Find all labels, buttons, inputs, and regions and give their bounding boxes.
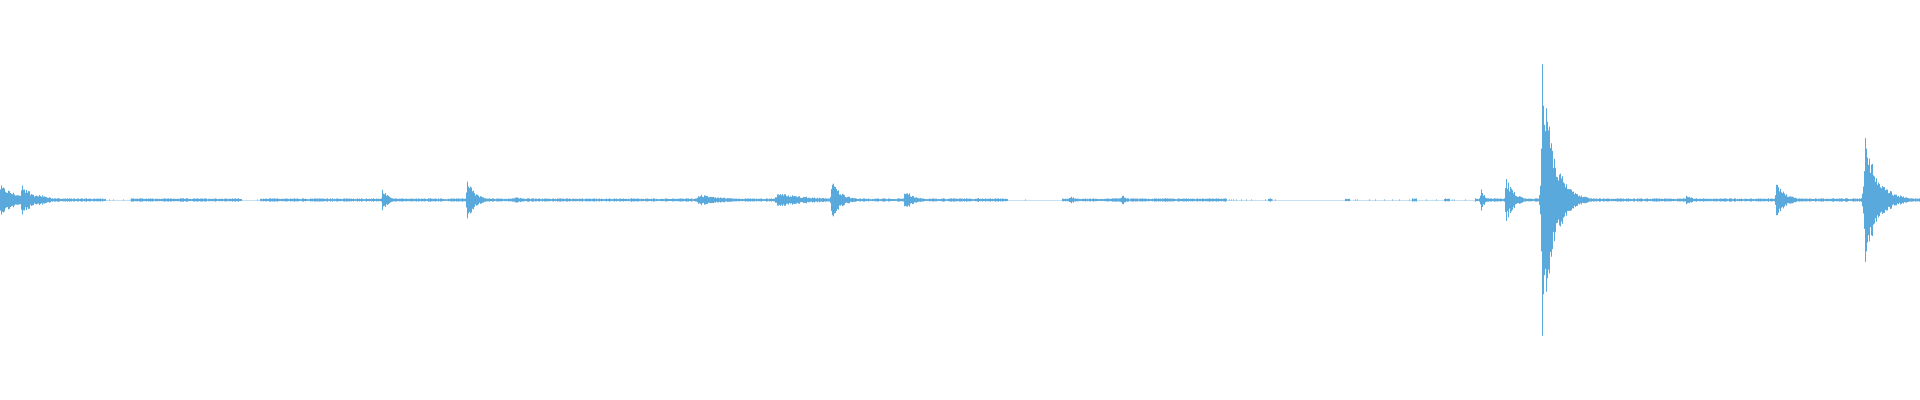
waveform-samples [0,64,1920,336]
waveform-path [0,64,1920,336]
